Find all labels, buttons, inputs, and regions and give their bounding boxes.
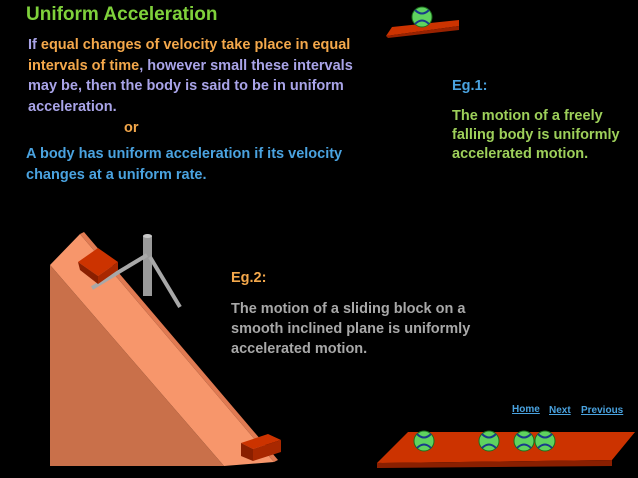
next-link[interactable]: Next: [549, 405, 571, 416]
example-2-text: The motion of a sliding block on a smoot…: [231, 301, 471, 357]
definition-part-3: , however small these intervals may be, …: [28, 57, 353, 115]
previous-link[interactable]: Previous: [581, 405, 624, 416]
top-platform: [386, 20, 459, 38]
or-label: or: [124, 120, 139, 136]
home-link[interactable]: Home: [512, 404, 540, 415]
inclined-plane: [50, 232, 278, 466]
sliding-block-bottom: [241, 434, 281, 461]
definition-text: If equal changes of velocity take place …: [28, 35, 358, 117]
page-title: Uniform Acceleration: [26, 4, 218, 25]
definition-highlight: equal changes of velocity take place in …: [28, 37, 351, 74]
support-stand: [90, 234, 182, 309]
example-2-label: Eg.2:: [231, 270, 267, 286]
example-1-label: Eg.1:: [452, 78, 488, 94]
falling-ball-icon: [411, 6, 433, 28]
sliding-block-top: [78, 248, 118, 284]
ball-icon: [478, 430, 500, 452]
ball-icon: [534, 430, 556, 452]
definition-part-1: If: [28, 37, 41, 53]
alternate-definition: A body has uniform acceleration if its v…: [26, 146, 343, 183]
ball-icon: [513, 430, 535, 452]
example-1-text: The motion of a freely falling body is u…: [452, 108, 620, 162]
bottom-platform: [377, 432, 635, 468]
ball-icon: [413, 430, 435, 452]
